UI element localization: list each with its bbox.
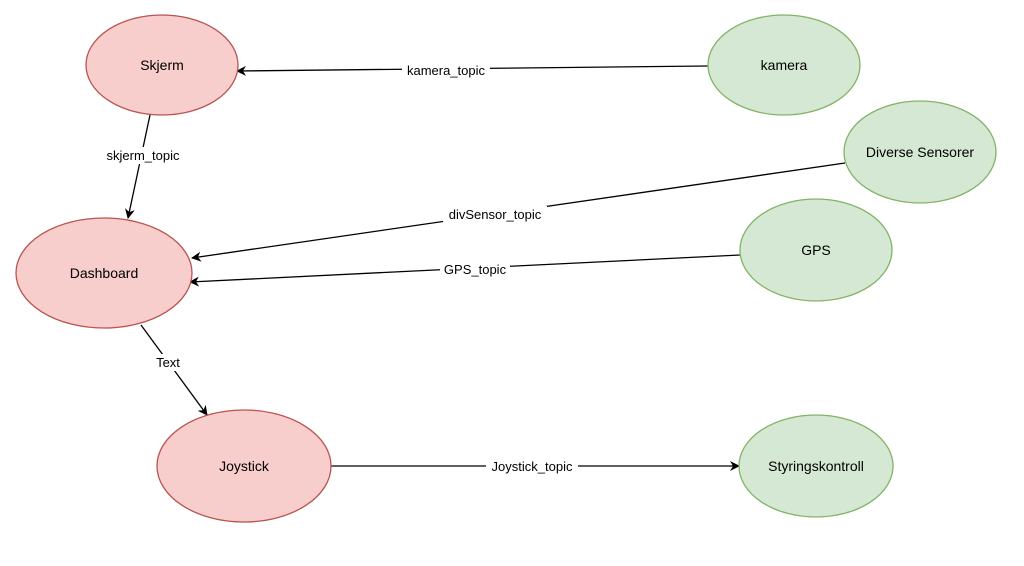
node-joystick[interactable]: Joystick (156, 409, 332, 523)
edge-label-text: Joystick_topic (492, 459, 573, 474)
node-gps[interactable]: GPS (739, 198, 893, 302)
edge-label-joystick-topic: Joystick_topic (486, 458, 578, 475)
edge-label-divsensor-topic: divSensor_topic (443, 206, 547, 223)
edge-skjerm-to-dashboard[interactable] (124, 114, 151, 219)
edge-label-skjerm-topic: skjerm_topic (102, 147, 186, 164)
node-skjerm[interactable]: Skjerm (85, 14, 239, 116)
node-label: Styringskontroll (768, 458, 864, 474)
node-label: GPS (801, 242, 831, 258)
edge-label-text: kamera_topic (407, 63, 486, 78)
node-diverse-sensorer[interactable]: Diverse Sensorer (843, 100, 997, 204)
node-label: Skjerm (140, 57, 184, 73)
node-label: Dashboard (70, 265, 139, 281)
node-kamera[interactable]: kamera (707, 14, 861, 116)
edge-label-text: skjerm_topic (107, 148, 180, 163)
edge-label-gps-topic: GPS_topic (440, 261, 510, 278)
node-label: kamera (761, 57, 808, 73)
nodes: Skjerm kamera Diverse Sensorer Dashboard… (15, 14, 997, 523)
edge-label-text: divSensor_topic (449, 207, 542, 222)
edge-labels: kamera_topic skjerm_topic divSensor_topi… (102, 62, 578, 475)
node-label: Diverse Sensorer (866, 144, 974, 160)
edge-label-kamera-topic: kamera_topic (402, 62, 490, 79)
node-label: Joystick (219, 458, 270, 474)
node-dashboard[interactable]: Dashboard (15, 217, 193, 329)
edge-label-text-edge: Text (152, 354, 184, 371)
edge-label-text: GPS_topic (444, 262, 507, 277)
edge-label-text: Text (156, 355, 180, 370)
node-styringskontroll[interactable]: Styringskontroll (738, 414, 894, 518)
